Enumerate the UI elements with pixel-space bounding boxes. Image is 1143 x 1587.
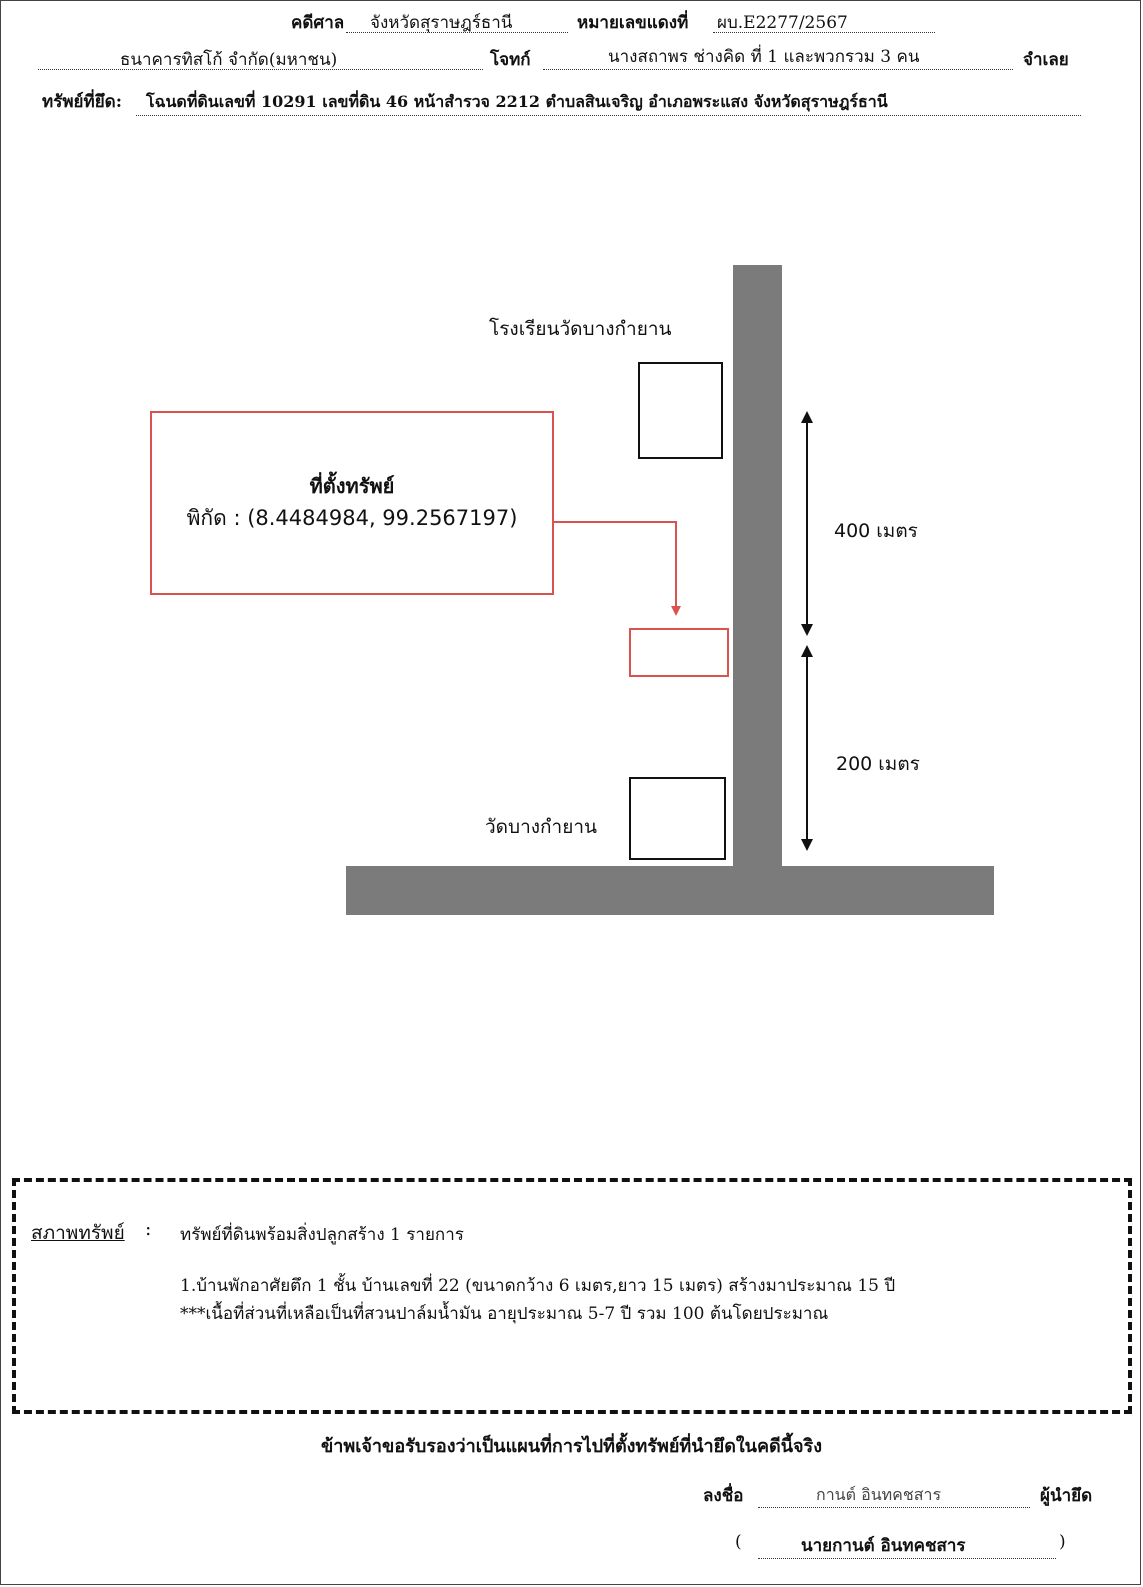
property-condition-box: [12, 1178, 1132, 1414]
close-paren: ): [1059, 1532, 1066, 1552]
court-province: จังหวัดสุราษฎร์ธานี: [370, 13, 513, 33]
dimension-upper-top-arrow-icon: [801, 411, 813, 423]
location-coords: พิกัด : (8.4484984, 99.2567197): [186, 506, 518, 530]
printed-name-line: [758, 1558, 1056, 1559]
dimension-lower-bottom-arrow-icon: [801, 839, 813, 851]
distance-upper: 400 เมตร: [834, 520, 918, 542]
sign-label: ลงชื่อ: [703, 1486, 744, 1506]
plaintiff-line: [38, 69, 483, 70]
condition-label: สภาพทรัพย์: [31, 1222, 125, 1244]
pointer-line-horizontal: [554, 521, 677, 523]
plaintiff-label: โจทก์: [490, 50, 531, 70]
court-province-line: [346, 32, 568, 33]
temple-building: [629, 777, 726, 860]
school-label: โรงเรียนวัดบางกำยาน: [489, 318, 672, 340]
defendant-name: นางสถาพร ช่างคิด ที่ 1 และพวกรวม 3 คน: [608, 47, 920, 67]
location-callout: [150, 411, 554, 595]
defendant-label: จำเลย: [1023, 50, 1069, 70]
red-case-no: ผบ.E2277/2567: [717, 13, 848, 33]
open-paren: (: [735, 1532, 742, 1552]
dimension-upper-line: [806, 420, 808, 626]
dimension-upper-bottom-arrow-icon: [801, 624, 813, 636]
horizontal-road: [346, 866, 994, 915]
pointer-line-vertical: [675, 521, 677, 607]
defendant-line: [543, 69, 1013, 70]
signer-role: ผู้นำยึด: [1040, 1486, 1093, 1506]
printed-name: นายกานต์ อินทคชสาร: [801, 1536, 966, 1556]
condition-item-1: 1.บ้านพักอาศัยตึก 1 ชั้น บ้านเลขที่ 22 (…: [180, 1276, 896, 1296]
vertical-road: [733, 265, 782, 866]
pointer-arrow-icon: [671, 606, 681, 616]
temple-label: วัดบางกำยาน: [485, 816, 597, 838]
dimension-lower-line: [806, 655, 808, 841]
signature: กานต์ อินทคชสาร: [816, 1485, 942, 1504]
plaintiff-name: ธนาคารทิสโก้ จำกัด(มหาชน): [120, 50, 338, 70]
certification-statement: ข้าพเจ้าขอรับรองว่าเป็นแผนที่การไปที่ตั้…: [320, 1436, 823, 1457]
location-title: ที่ตั้งทรัพย์: [309, 474, 395, 498]
red-case-no-line: [713, 32, 935, 33]
red-case-no-label: หมายเลขแดงที่: [577, 13, 689, 33]
property-marker: [629, 628, 729, 677]
court-case-label: คดีศาล: [291, 13, 345, 33]
school-building: [638, 362, 723, 459]
dimension-lower-top-arrow-icon: [801, 645, 813, 657]
seized-property-line: [136, 115, 1081, 116]
seized-property-label: ทรัพย์ที่ยึด:: [42, 92, 122, 112]
signature-line: [758, 1507, 1030, 1508]
condition-colon: :: [145, 1218, 152, 1240]
seized-property: โฉนดที่ดินเลขที่ 10291 เลขที่ดิน 46 หน้า…: [146, 92, 888, 111]
condition-item-2: ***เนื้อที่ส่วนที่เหลือเป็นที่สวนปาล์มน้…: [180, 1304, 829, 1324]
distance-lower: 200 เมตร: [836, 753, 920, 775]
condition-summary: ทรัพย์ที่ดินพร้อมสิ่งปลูกสร้าง 1 รายการ: [180, 1225, 464, 1245]
